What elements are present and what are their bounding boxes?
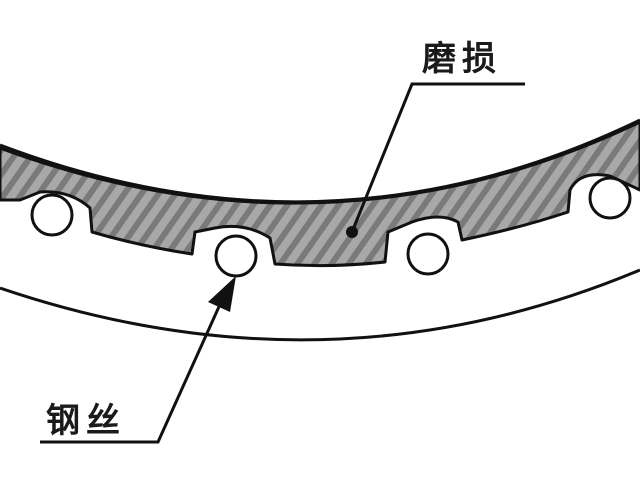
steel-ball: [214, 234, 258, 278]
steel-ball: [588, 176, 632, 220]
wear-band: [0, 120, 640, 268]
wear-leader-line: [350, 82, 525, 233]
steel-wire-leader-line: [40, 299, 224, 444]
wear-label: 磨损: [422, 39, 502, 79]
steel-wire-arrowhead: [208, 276, 236, 312]
wear-pointer-dot: [346, 226, 358, 238]
steel-wire-label: 钢丝: [46, 401, 126, 441]
steel-ball: [406, 232, 450, 276]
inner-ring-edge: [0, 268, 640, 342]
steel-ball: [30, 193, 74, 237]
